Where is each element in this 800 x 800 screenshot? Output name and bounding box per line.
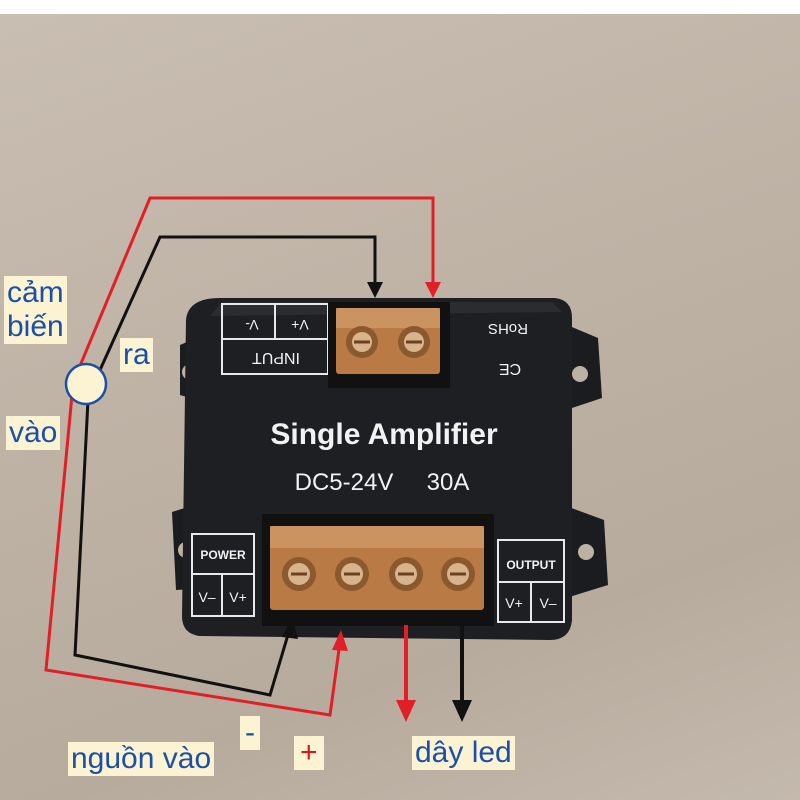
output-vminus-text: V– — [539, 595, 556, 611]
output-vplus-text: V+ — [505, 595, 523, 611]
spec-current: 30A — [427, 469, 470, 496]
black-wire-power-minus — [73, 399, 292, 697]
black-wire-sensor-to-input — [98, 235, 377, 371]
power-panel — [191, 533, 255, 617]
power-vplus-text: V+ — [229, 589, 247, 605]
input-vplus-text: V+ — [291, 317, 309, 333]
label-ra: ra — [120, 338, 153, 372]
label-cam-bien: cảm biến — [4, 276, 67, 344]
ce-mark: CE — [499, 360, 521, 377]
input-terminal-block — [328, 302, 450, 388]
label-nguon-vao: nguồn vào — [68, 742, 215, 776]
power-label-text: POWER — [200, 548, 246, 562]
output-label-text: OUTPUT — [506, 558, 556, 572]
label-day-led: dây led — [412, 736, 515, 770]
output-panel — [497, 539, 565, 623]
input-label-text: INPUT — [252, 349, 300, 366]
power-vminus-text: V– — [198, 589, 215, 605]
sensor-symbol — [64, 362, 108, 406]
device-title: Single Amplifier — [270, 418, 498, 451]
power-output-terminal-block — [262, 514, 494, 626]
spec-voltage: DC5-24V — [295, 469, 394, 496]
red-wire-power-plus — [44, 394, 342, 717]
label-plus: + — [294, 736, 324, 770]
label-minus: - — [240, 716, 260, 750]
input-vminus-text: V- — [245, 317, 259, 333]
rohs-text: RoHS — [488, 320, 528, 337]
wiring-diagram — [44, 196, 472, 722]
red-wire-sensor-to-input — [70, 196, 435, 386]
label-vao: vào — [6, 416, 61, 450]
